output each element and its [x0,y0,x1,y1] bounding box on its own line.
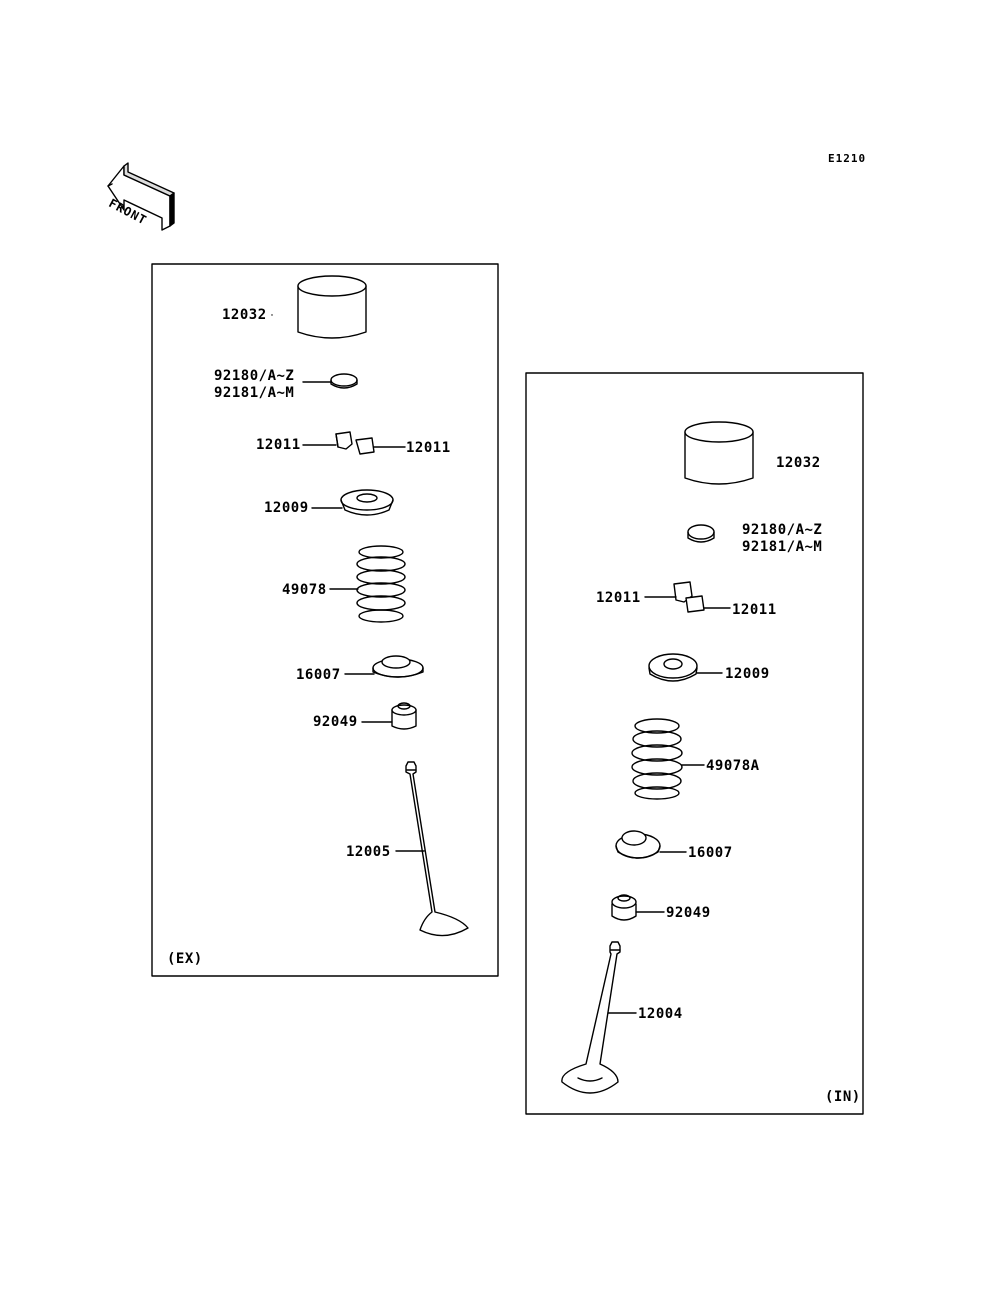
ex-spring-label: 49078 [282,582,327,598]
in-shim-part [687,524,715,543]
ex-keeper-left-part [335,431,353,450]
ex-keeper-right-label: 12011 [406,440,451,456]
ex-keeper-left-label: 12011 [256,437,301,453]
ex-keeper-right-part [355,437,375,455]
ex-retainer-label: 12009 [264,500,309,516]
ex-stem-seal-part [391,702,417,730]
in-valve-label: 12004 [638,1006,683,1022]
ex-valve-label: 12005 [346,844,391,860]
in-valve-part [561,941,621,1094]
in-keeper-right-label: 12011 [732,602,777,618]
diagram-code: E1210 [828,152,867,165]
in-keeper-left-label: 12011 [596,590,641,606]
in-spring-part [631,718,683,800]
in-lifter-label: 12032 [776,455,821,471]
ex-valve-part [405,761,469,937]
in-keeper-right-part [685,595,705,613]
ex-spring-seat-part [372,655,424,678]
in-panel-tag: (IN) [825,1089,861,1105]
in-stem-seal-part [611,894,637,921]
in-retainer-label: 12009 [725,666,770,682]
in-spring-seat-part [615,830,661,859]
exhaust-panel-frame [151,263,499,977]
in-stem-seal-label: 92049 [666,905,711,921]
in-shim-b-label: 92181/A~M [742,539,823,555]
ex-spring-seat-label: 16007 [296,667,341,683]
ex-shim-b-label: 92181/A~M [214,385,295,401]
in-spring-seat-label: 16007 [688,845,733,861]
ex-lifter-part [297,275,367,339]
in-spring-label: 49078A [706,758,760,774]
ex-spring-part [356,545,406,623]
in-shim-a-label: 92180/A~Z [742,522,823,538]
ex-shim-part [330,373,358,389]
intake-panel-frame [525,372,864,1115]
ex-stem-seal-label: 92049 [313,714,358,730]
ex-panel-tag: (EX) [167,951,203,967]
front-arrow-icon [107,162,175,231]
ex-lifter-label: 12032 [222,307,267,323]
ex-retainer-part [340,489,394,516]
ex-shim-a-label: 92180/A~Z [214,368,295,384]
in-retainer-part [648,653,698,682]
in-lifter-part [684,421,754,485]
